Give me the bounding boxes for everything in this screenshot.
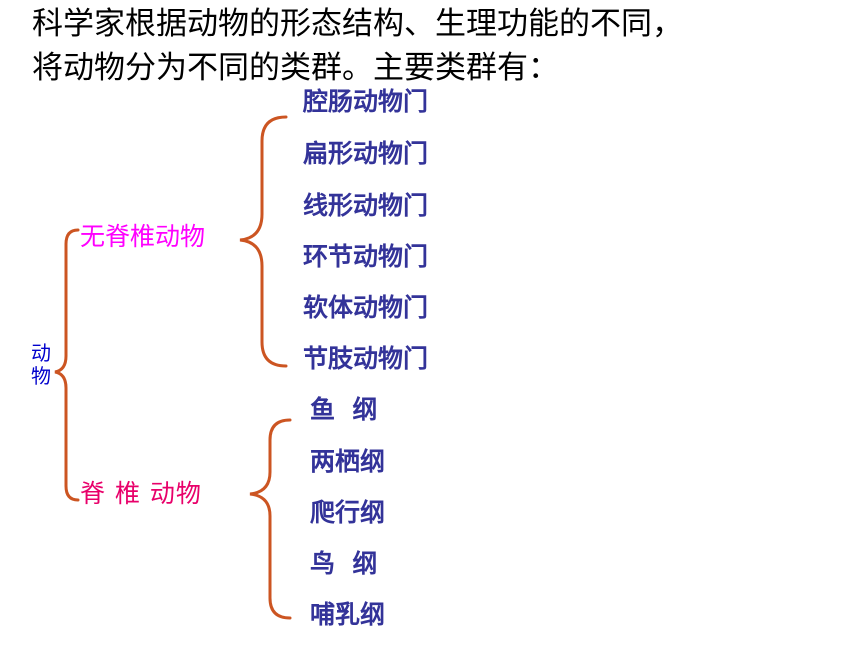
intro-line-1: 科学家根据动物的形态结构、生理功能的不同，	[32, 6, 683, 42]
phylum-mollusca: 软体动物门	[303, 293, 429, 322]
group-vertebrate-label: 脊 椎 动物	[80, 479, 202, 508]
root-label: 动物	[31, 341, 51, 388]
class-amphibia: 两栖纲	[310, 447, 386, 476]
intro-text: 科学家根据动物的形态结构、生理功能的不同， 将动物分为不同的类群。主要类群有：	[32, 2, 683, 90]
phylum-annelida: 环节动物门	[303, 242, 429, 271]
class-mammalia: 哺乳纲	[310, 600, 386, 629]
root-brace	[54, 228, 80, 502]
class-aves: 鸟 纲	[310, 549, 378, 578]
vertebrate-brace	[249, 418, 292, 620]
invertebrate-brace	[239, 115, 288, 368]
class-fish: 鱼 纲	[310, 395, 378, 424]
intro-line-2: 将动物分为不同的类群。主要类群有：	[32, 50, 559, 86]
group-invertebrate-label: 无脊椎动物	[80, 222, 206, 251]
phylum-coelenterata: 腔肠动物门	[303, 87, 429, 116]
class-reptilia: 爬行纲	[310, 498, 386, 527]
phylum-platyhelminthes: 扁形动物门	[303, 139, 429, 168]
phylum-arthropoda: 节肢动物门	[303, 344, 429, 373]
phylum-nematoda: 线形动物门	[303, 191, 429, 220]
